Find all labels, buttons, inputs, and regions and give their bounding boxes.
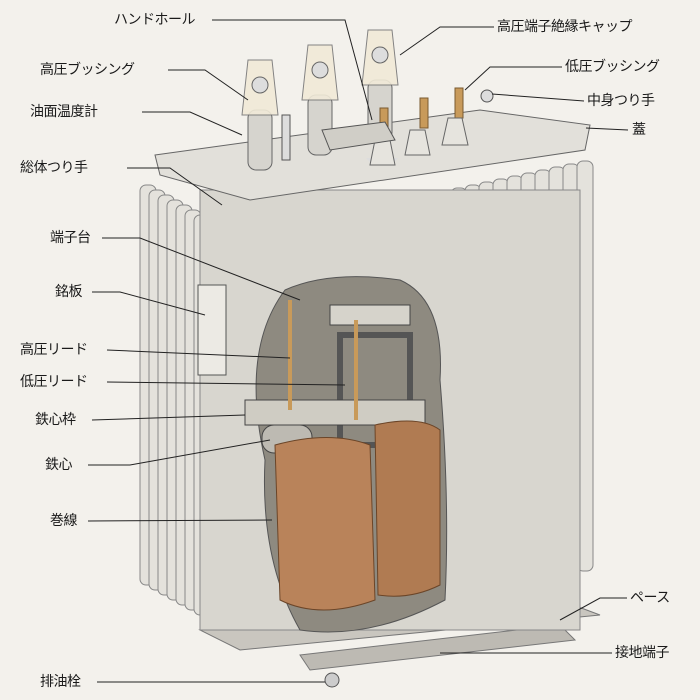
hv-bushing	[241, 59, 279, 171]
terminal-block	[329, 304, 411, 326]
label-drain-valve: 排油栓	[40, 674, 81, 690]
handhole	[321, 121, 396, 151]
oil-thermometer	[281, 114, 291, 161]
winding-right	[374, 420, 441, 597]
cutaway	[244, 276, 448, 633]
label-hv-lead: 高圧リード	[20, 342, 88, 358]
label-lv-lead: 低圧リード	[20, 374, 88, 390]
label-lifting-lug: 総体つり手	[20, 160, 88, 176]
nameplate	[197, 284, 227, 376]
label-lid: 蓋	[632, 122, 646, 138]
label-core-lifting-lug: 中身つり手	[587, 93, 655, 109]
label-oil-thermometer: 油面温度計	[30, 104, 98, 120]
winding-left	[274, 437, 376, 611]
label-ground-terminal: 接地端子	[615, 645, 670, 661]
label-winding: 巻線	[50, 513, 78, 529]
label-core: 鉄心	[45, 457, 73, 473]
label-hv-terminal-cap: 高圧端子絶縁キャップ	[497, 19, 633, 35]
label-base: ペース	[630, 590, 670, 606]
drain-valve	[324, 672, 340, 688]
label-hv-bushing: 高圧ブッシング	[40, 62, 135, 78]
leader-lines	[87, 19, 629, 683]
label-core-frame: 鉄心枠	[35, 412, 76, 428]
label-lv-bushing: 低圧ブッシング	[565, 59, 660, 75]
label-nameplate: 銘板	[55, 284, 83, 300]
label-handhole: ハンドホール	[114, 12, 196, 28]
label-terminal-block: 端子台	[50, 230, 91, 246]
